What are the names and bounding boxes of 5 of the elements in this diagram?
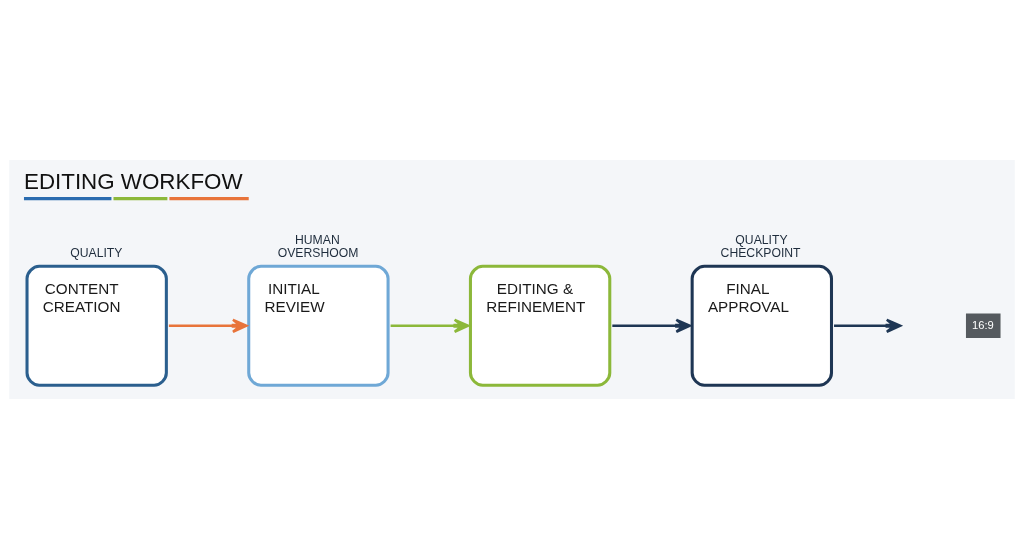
node-label: HUMAN OVERSHOOM (277, 233, 359, 261)
node-label: QUALITY (70, 246, 123, 261)
label: 16:9 (972, 318, 994, 331)
node-label: QUALITY CHECKPOINT (720, 233, 801, 261)
diagram-title: EDITING WORKFOW (23, 168, 243, 194)
